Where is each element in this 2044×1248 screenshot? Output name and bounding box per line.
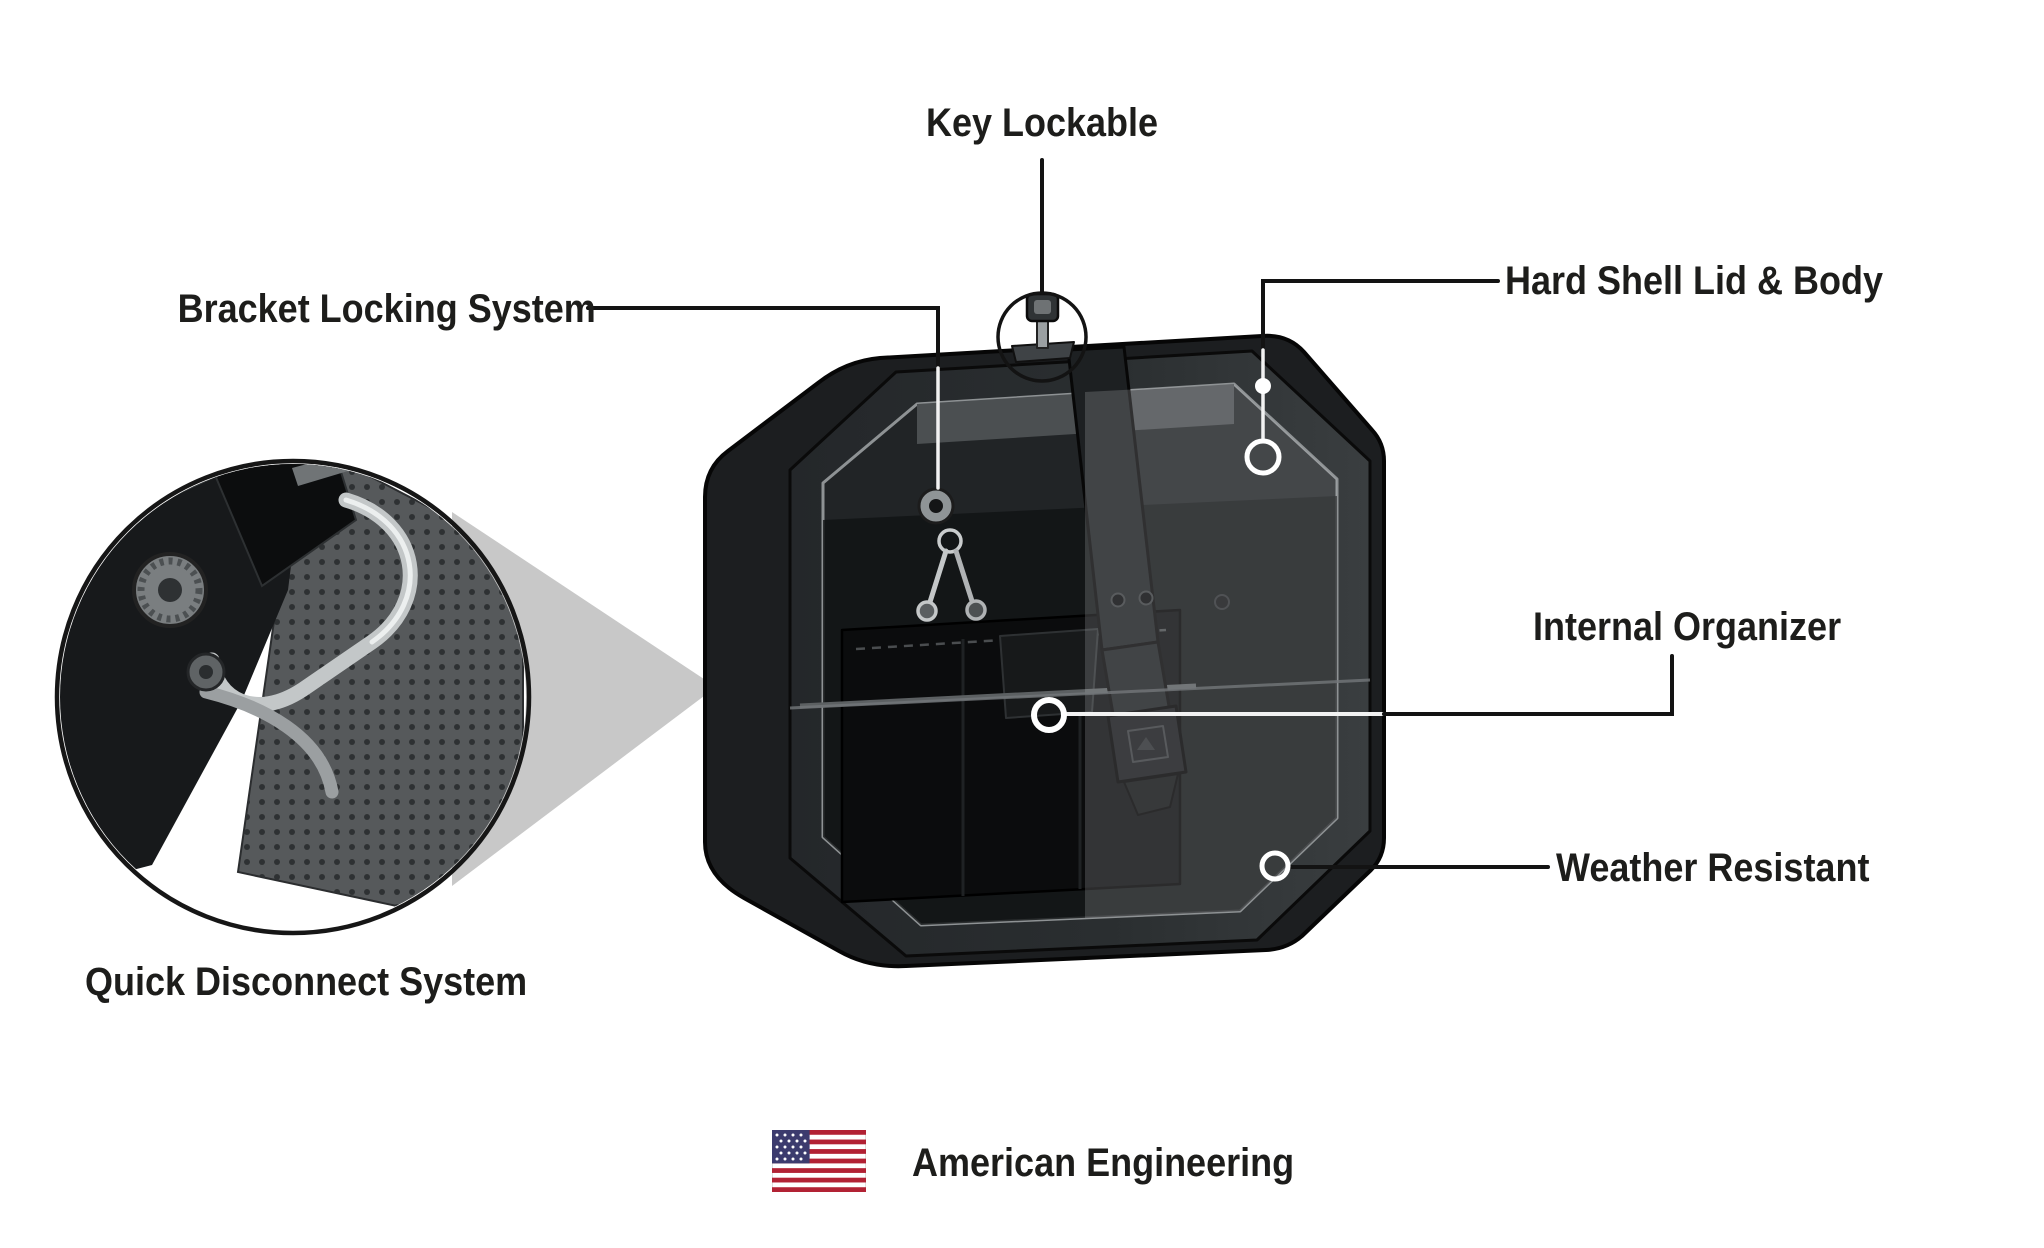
callout-hard-shell-lid-body — [1244, 279, 1500, 476]
callout-key-lockable — [996, 158, 1088, 383]
callout-lines — [586, 158, 1674, 882]
us-flag-icon — [772, 1130, 866, 1192]
bracket-lock-keyhole — [916, 487, 987, 622]
label-bracket-locking-system: Bracket Locking System — [177, 287, 596, 331]
quick-disconnect-inset-image — [54, 458, 532, 936]
saddlebag-illustration — [703, 292, 1386, 969]
label-internal-organizer: Internal Organizer — [1533, 605, 1842, 649]
shell-rivet — [1214, 594, 1230, 610]
label-hard-shell-lid-body: Hard Shell Lid & Body — [1505, 259, 1884, 303]
lid-seam — [789, 678, 1371, 710]
callout-weather-resistant — [1259, 850, 1550, 882]
label-weather-resistant: Weather Resistant — [1556, 846, 1870, 890]
callout-bracket-locking-system — [586, 306, 940, 490]
zoom-wedge — [452, 512, 716, 886]
strap-and-buckle — [1066, 345, 1188, 816]
key-icon — [1011, 292, 1075, 363]
label-american-engineering: American Engineering — [912, 1141, 1295, 1185]
callout-internal-organizer — [1031, 654, 1674, 733]
label-key-lockable: Key Lockable — [925, 101, 1159, 145]
label-quick-disconnect-system: Quick Disconnect System — [85, 960, 528, 1004]
shell-sheen — [1085, 384, 1337, 918]
